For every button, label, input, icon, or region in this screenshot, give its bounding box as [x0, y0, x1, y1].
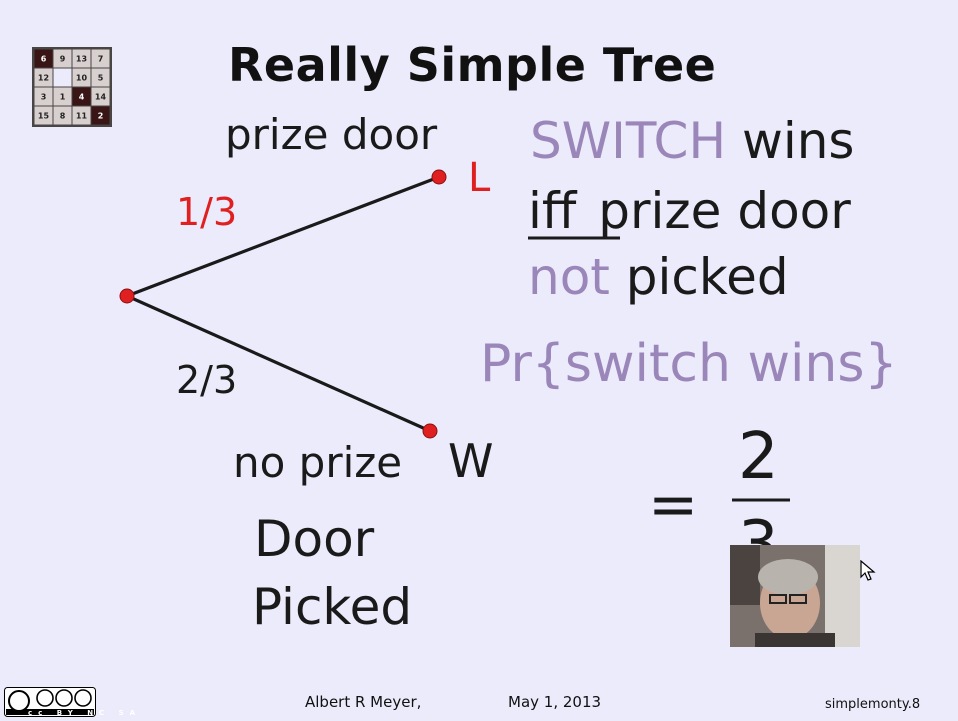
puzzle-tile-number: 4: [79, 93, 85, 102]
tree-leaf-node-bottom: [422, 423, 438, 439]
equals-sign: =: [648, 470, 699, 540]
puzzle-tile: [53, 106, 72, 125]
footer-author: Albert R Meyer,: [305, 693, 422, 711]
tree-leaf-node-top: [431, 169, 447, 185]
iff-word: iff: [528, 182, 577, 240]
presenter-webcam: [730, 545, 860, 647]
puzzle-tile: [34, 49, 53, 68]
tree-root-node: [119, 288, 135, 304]
prize-door-word: prize door: [598, 182, 851, 240]
creative-commons-badge-icon: cc BY NC SA: [4, 687, 135, 717]
puzzle-tile-number: 6: [41, 55, 47, 64]
puzzle-tile: [53, 49, 72, 68]
puzzle-tile: [72, 68, 91, 87]
top-leaf-label: L: [468, 155, 491, 201]
puzzle-tile: [34, 106, 53, 125]
puzzle-tile-number: 8: [60, 112, 66, 121]
puzzle-tile: [34, 68, 53, 87]
rule-line-1: SWITCH wins: [530, 112, 854, 170]
top-branch-probability: 1/3: [176, 190, 238, 234]
puzzle-tile: [34, 87, 53, 106]
puzzle-tile: [91, 68, 110, 87]
probability-expression: Pr{switch wins}: [480, 334, 898, 394]
picked-label: Picked: [252, 578, 413, 636]
puzzle-tile-number: 2: [98, 112, 104, 121]
expr-wins: wins: [747, 334, 865, 394]
puzzle-tile-number: 9: [60, 55, 66, 64]
puzzle-tile-number: 10: [76, 74, 88, 83]
bottom-branch-probability: 2/3: [176, 358, 238, 402]
puzzle-tile-number: 11: [76, 112, 88, 121]
puzzle-tile-number: 7: [98, 55, 104, 64]
cc-badge-text: cc BY NC SA: [28, 709, 142, 717]
puzzle-tile-number: 5: [98, 74, 104, 83]
puzzle-tile-number: 3: [41, 93, 47, 102]
picked-word: picked: [625, 248, 789, 306]
prize-door-header: prize door: [225, 110, 438, 159]
expr-switch: switch: [564, 334, 731, 394]
puzzle-tile: [91, 87, 110, 106]
puzzle-tile: [91, 49, 110, 68]
rule-line-3: not picked: [528, 248, 789, 306]
tree-branch-top: [126, 175, 440, 298]
pr-prefix: Pr{: [480, 334, 565, 394]
fraction-numerator: 2: [738, 420, 779, 494]
not-word: not: [528, 248, 610, 306]
bottom-leaf-label: W: [448, 434, 494, 488]
tree-branch-bottom: [126, 294, 431, 433]
puzzle-tile: [53, 87, 72, 106]
no-prize-label: no prize: [233, 438, 403, 487]
fraction-denominator: 3: [738, 508, 779, 548]
puzzle-tile-number: 1: [60, 93, 66, 102]
puzzle-tile: [72, 87, 91, 106]
puzzle-tile: [72, 49, 91, 68]
slide-title: Really Simple Tree: [228, 38, 717, 92]
puzzle-tile: [91, 106, 110, 125]
puzzle-tile-number: 12: [38, 74, 49, 83]
wins-word: wins: [741, 112, 855, 170]
rule-line-2: iff prize door: [528, 182, 851, 240]
puzzle-tile-number: 13: [76, 55, 87, 64]
door-label: Door: [254, 510, 375, 568]
puzzle-tile: [53, 68, 72, 87]
puzzle-tile-number: 14: [95, 93, 107, 102]
puzzle-tile-number: 15: [38, 112, 50, 121]
switch-word: SWITCH: [530, 112, 727, 170]
footer-slide-id: simplemonty.8: [825, 697, 921, 712]
puzzle-tile: [72, 106, 91, 125]
mouse-cursor-icon: [860, 560, 876, 581]
pr-suffix: }: [864, 334, 898, 394]
footer-date: May 1, 2013: [508, 693, 602, 711]
